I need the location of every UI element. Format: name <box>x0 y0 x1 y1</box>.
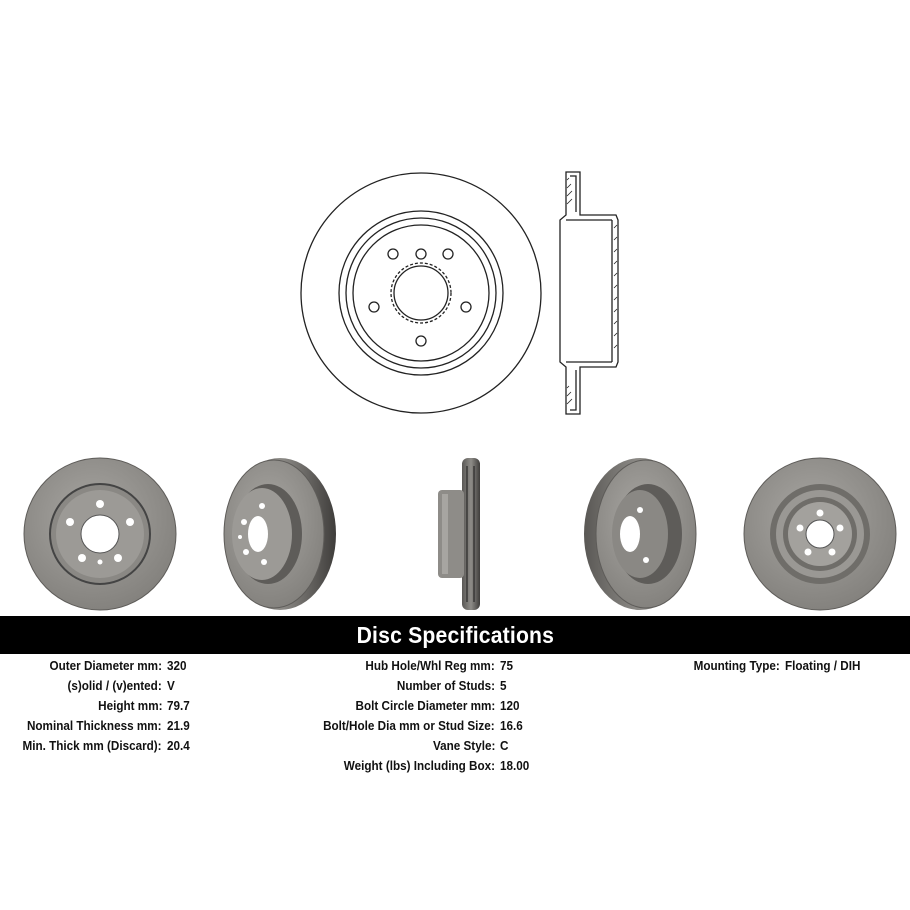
spec-value: C <box>500 738 509 753</box>
spec-label: (s)olid / (v)ented: <box>67 678 162 693</box>
spec-value: 75 <box>500 658 514 673</box>
spec-row-weight: Weight (lbs) Including Box: 18.00 <box>280 756 533 776</box>
rotor-cross-section-drawing <box>559 171 619 415</box>
rotor-photo-angled-back <box>584 458 697 610</box>
specs-column-1: Outer Diameter mm: 320 (s)olid / (v)ente… <box>0 656 192 756</box>
spec-row-number-of-studs: Number of Studs: 5 <box>280 676 533 696</box>
spec-value: 18.00 <box>500 758 530 773</box>
spec-row-mounting-type: Mounting Type: Floating / DIH <box>600 656 869 676</box>
spec-value: 20.4 <box>167 738 190 753</box>
rotor-photo-back <box>743 457 897 611</box>
spec-label: Number of Studs: <box>396 678 495 693</box>
specifications-banner: Disc Specifications <box>0 616 910 654</box>
spec-label: Height mm: <box>97 698 162 713</box>
spec-value: 16.6 <box>500 718 523 733</box>
spec-value: V <box>167 678 175 693</box>
spec-label: Mounting Type: <box>693 658 780 673</box>
spec-label: Hub Hole/Whl Reg mm: <box>365 658 495 673</box>
spec-row-vane-style: Vane Style: C <box>280 736 533 756</box>
spec-row-outer-diameter: Outer Diameter mm: 320 <box>0 656 192 676</box>
spec-label: Vane Style: <box>432 738 495 753</box>
spec-row-nominal-thickness: Nominal Thickness mm: 21.9 <box>0 716 192 736</box>
spec-value: Floating / DIH <box>785 658 861 673</box>
spec-row-min-thickness: Min. Thick mm (Discard): 20.4 <box>0 736 192 756</box>
specs-column-3: Mounting Type: Floating / DIH <box>600 656 869 676</box>
rotor-photo-side-profile <box>438 458 480 610</box>
spec-label: Bolt/Hole Dia mm or Stud Size: <box>323 718 495 733</box>
specs-column-2: Hub Hole/Whl Reg mm: 75 Number of Studs:… <box>280 656 533 776</box>
spec-label: Nominal Thickness mm: <box>27 718 162 733</box>
banner-title: Disc Specifications <box>356 622 554 648</box>
rotor-photo-front <box>23 457 177 611</box>
spec-value: 5 <box>500 678 507 693</box>
rotor-product-views <box>23 457 897 611</box>
spec-row-bolt-circle: Bolt Circle Diameter mm: 120 <box>280 696 533 716</box>
spec-value: 21.9 <box>167 718 190 733</box>
spec-value: 79.7 <box>167 698 190 713</box>
spec-row-hub-hole: Hub Hole/Whl Reg mm: 75 <box>280 656 533 676</box>
spec-row-height: Height mm: 79.7 <box>0 696 192 716</box>
rotor-technical-drawing <box>300 171 619 415</box>
spec-label: Bolt Circle Diameter mm: <box>355 698 495 713</box>
spec-label: Outer Diameter mm: <box>49 658 162 673</box>
spec-label: Min. Thick mm (Discard): <box>22 738 162 753</box>
rotor-front-view-drawing <box>300 172 542 414</box>
spec-row-solid-vented: (s)olid / (v)ented: V <box>0 676 192 696</box>
spec-row-bolt-hole-dia: Bolt/Hole Dia mm or Stud Size: 16.6 <box>280 716 533 736</box>
rotor-photo-angled-front <box>223 458 336 610</box>
spec-value: 320 <box>167 658 187 673</box>
spec-label: Weight (lbs) Including Box: <box>343 758 495 773</box>
spec-value: 120 <box>500 698 520 713</box>
